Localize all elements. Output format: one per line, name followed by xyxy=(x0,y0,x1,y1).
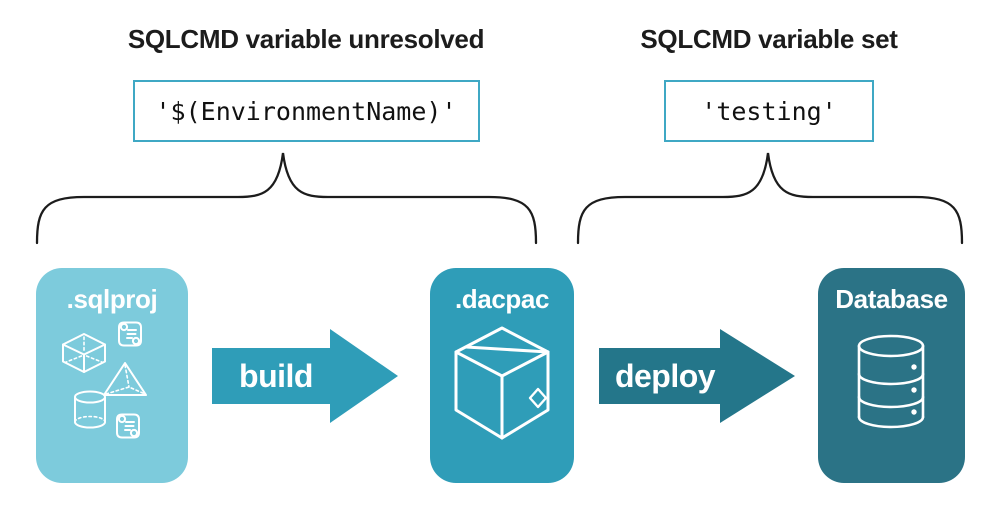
deploy-arrow-shape xyxy=(599,329,795,423)
code-box-set: 'testing' xyxy=(664,80,874,142)
deploy-arrow-label: deploy xyxy=(614,357,716,394)
annotation-group-unresolved: SQLCMD variable unresolved '$(Environmen… xyxy=(120,22,492,142)
build-arrow-label: build xyxy=(239,357,313,394)
scroll-icon xyxy=(116,413,140,439)
curly-braces xyxy=(35,152,964,245)
database-icon xyxy=(857,334,925,429)
node-sqlproj-label: .sqlproj xyxy=(66,284,158,314)
node-sqlproj: .sqlproj xyxy=(36,268,188,483)
db-dot xyxy=(911,387,917,393)
node-database-label: Database xyxy=(835,284,948,314)
node-dacpac: .dacpac xyxy=(430,268,574,483)
build-arrow-shape xyxy=(212,329,398,423)
node-database: Database xyxy=(818,268,965,483)
curly-brace-right-icon xyxy=(576,152,964,245)
annotation-title-set: SQLCMD variable set xyxy=(640,24,898,54)
code-box-unresolved: '$(EnvironmentName)' xyxy=(132,80,480,142)
node-dacpac-label: .dacpac xyxy=(454,284,550,314)
cube-icon xyxy=(62,333,106,373)
scroll-icon xyxy=(118,321,142,347)
build-arrow: build xyxy=(212,329,398,423)
curly-brace-left-icon xyxy=(35,152,538,245)
annotation-group-set: SQLCMD variable set 'testing' xyxy=(634,22,904,142)
code-value-unresolved: '$(EnvironmentName)' xyxy=(155,96,457,126)
db-dot xyxy=(911,409,917,415)
sql-objects-icon xyxy=(62,321,147,439)
deploy-arrow: deploy xyxy=(599,329,795,423)
package-icon xyxy=(454,326,550,440)
annotation-title-unresolved: SQLCMD variable unresolved xyxy=(127,24,485,54)
pyramid-icon xyxy=(103,362,147,396)
cylinder-icon xyxy=(74,390,106,429)
code-value-set: 'testing' xyxy=(701,96,837,126)
db-dot xyxy=(911,364,917,370)
